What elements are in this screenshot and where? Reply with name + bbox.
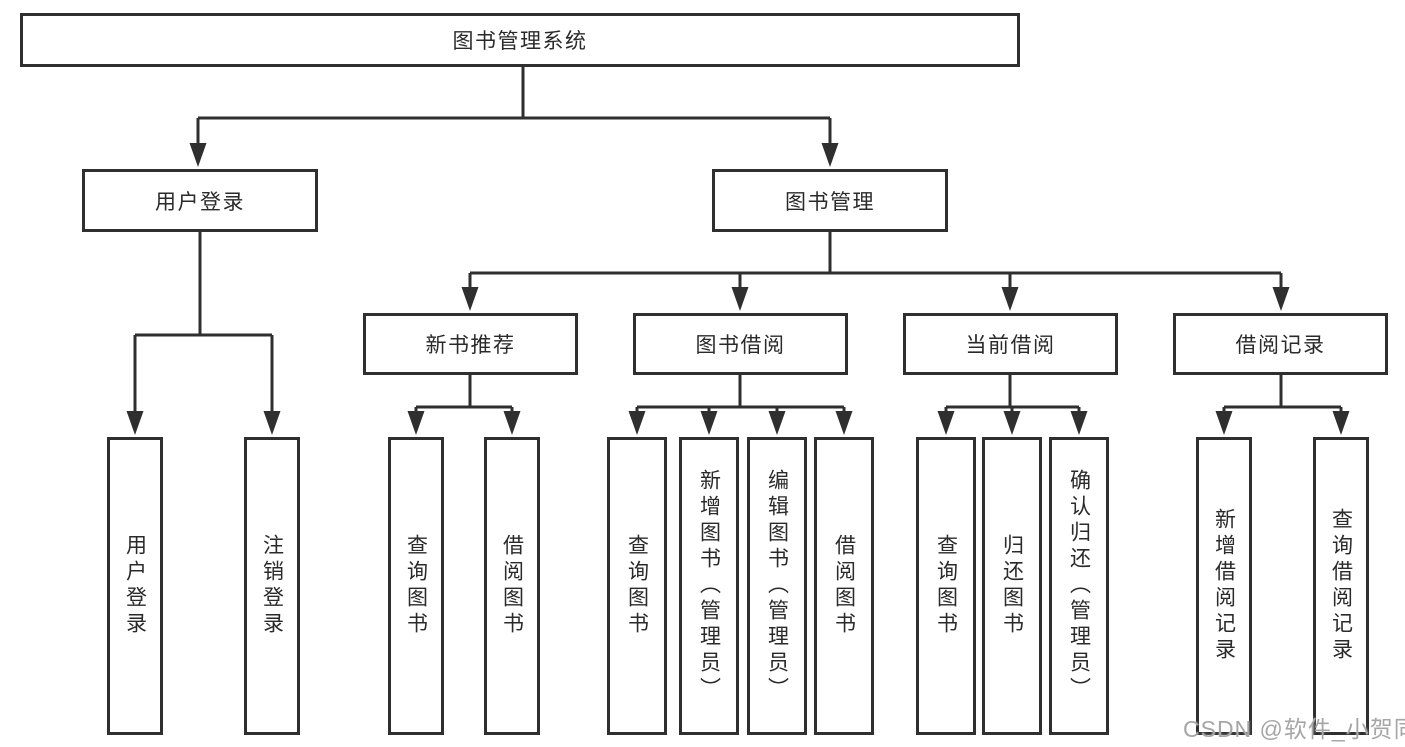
node-current-borrow-label: 当前借阅 <box>965 334 1056 357</box>
node-user-login: 用户登录 <box>82 169 318 232</box>
node-book-borrow: 图书借阅 <box>633 313 848 375</box>
leaf-borrow-query-books-label: 查询图书 <box>625 534 649 638</box>
connectors-borrow <box>628 375 853 435</box>
leaf-logout-label: 注销登录 <box>260 534 284 638</box>
csdn-watermark: CSDN @软件_小贺同学 <box>1183 716 1405 742</box>
connectors-current <box>937 375 1088 435</box>
leaf-current-confirm-return-admin: 确认归还（管理员） <box>1049 437 1109 735</box>
leaf-records-query-record-label: 查询借阅记录 <box>1329 508 1353 664</box>
node-user-login-label: 用户登录 <box>155 190 245 214</box>
connectors-level1 <box>189 67 839 167</box>
leaf-borrow-add-books-admin-label: 新增图书（管理员） <box>697 469 721 703</box>
leaf-borrow-borrow-books: 借阅图书 <box>814 437 874 735</box>
leaf-current-query-books: 查询图书 <box>916 437 976 735</box>
node-borrow-records: 借阅记录 <box>1173 313 1388 375</box>
leaf-current-confirm-return-admin-label: 确认归还（管理员） <box>1067 469 1091 703</box>
node-new-book-recommend-label: 新书推荐 <box>425 334 516 357</box>
leaf-borrow-query-books: 查询图书 <box>607 437 667 735</box>
leaf-newbook-borrow-books-label: 借阅图书 <box>500 534 524 638</box>
leaf-current-return-books-label: 归还图书 <box>1000 534 1024 638</box>
leaf-user-login: 用户登录 <box>107 437 163 735</box>
leaf-current-query-books-label: 查询图书 <box>934 534 958 638</box>
leaf-newbook-borrow-books: 借阅图书 <box>484 437 540 735</box>
node-borrow-records-label: 借阅记录 <box>1235 334 1326 357</box>
node-book-borrow-label: 图书借阅 <box>695 334 786 357</box>
leaf-newbook-query-books: 查询图书 <box>388 437 444 735</box>
node-current-borrow: 当前借阅 <box>903 313 1118 375</box>
leaf-borrow-borrow-books-label: 借阅图书 <box>832 534 856 638</box>
node-book-management: 图书管理 <box>712 169 948 232</box>
leaf-borrow-edit-books-admin-label: 编辑图书（管理员） <box>765 469 789 703</box>
node-new-book-recommend: 新书推荐 <box>363 313 578 375</box>
leaf-borrow-edit-books-admin: 编辑图书（管理员） <box>747 437 807 735</box>
leaf-records-add-record: 新增借阅记录 <box>1196 437 1252 735</box>
node-book-management-label: 图书管理 <box>785 190 875 214</box>
leaf-records-add-record-label: 新增借阅记录 <box>1212 508 1236 664</box>
node-root-label: 图书管理系统 <box>452 30 588 53</box>
leaf-newbook-query-books-label: 查询图书 <box>404 534 428 638</box>
connectors-user-login <box>126 232 281 435</box>
node-root: 图书管理系统 <box>20 13 1020 67</box>
leaf-logout: 注销登录 <box>244 437 300 735</box>
leaf-borrow-add-books-admin: 新增图书（管理员） <box>679 437 739 735</box>
connectors-records <box>1215 375 1350 435</box>
leaf-current-return-books: 归还图书 <box>982 437 1042 735</box>
leaf-records-query-record: 查询借阅记录 <box>1313 437 1369 735</box>
leaf-user-login-label: 用户登录 <box>123 534 147 638</box>
connectors-new-book <box>407 375 521 435</box>
connectors-book-mgmt <box>461 232 1290 311</box>
